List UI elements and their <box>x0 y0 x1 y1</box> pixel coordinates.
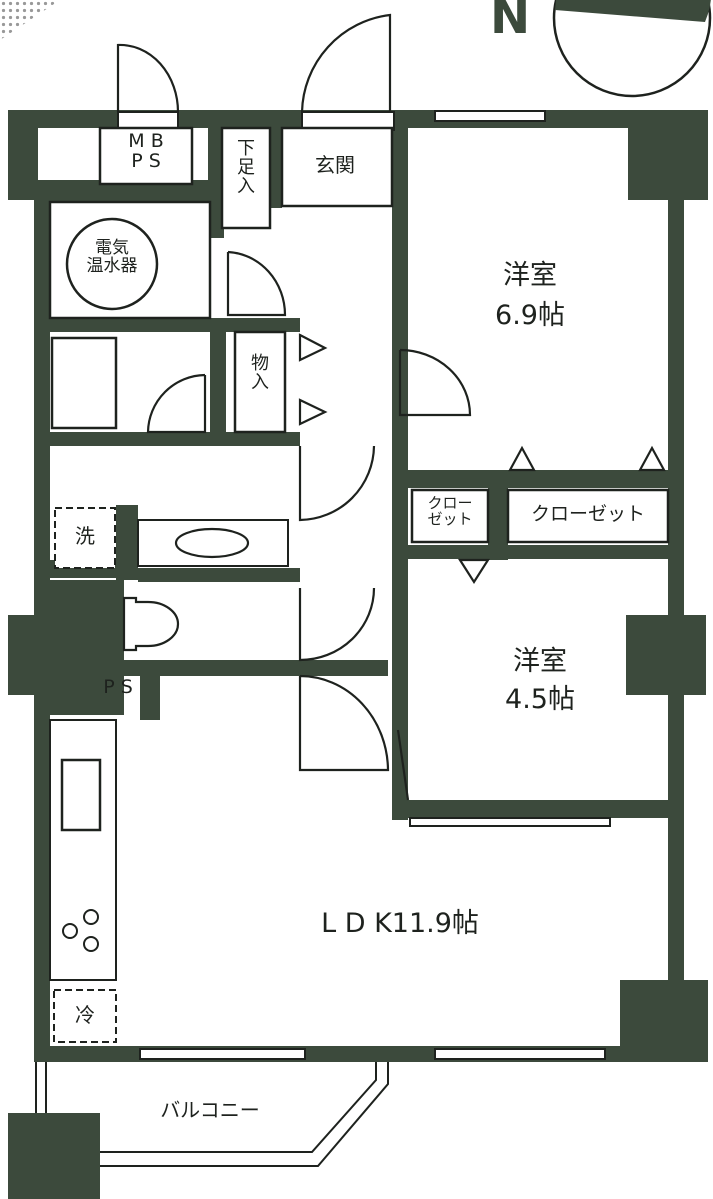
label-ldk: L D K11.9帖 <box>321 908 479 939</box>
label-western-room-1: 洋室 <box>503 260 557 291</box>
label-washer: 洗 <box>75 524 95 548</box>
closet-small-box <box>410 488 490 544</box>
storage-box <box>233 330 287 434</box>
label-closet-large: クローゼット <box>530 503 645 525</box>
label-entrance: 玄関 <box>315 153 355 177</box>
label-closet-small: クロー ゼット <box>427 494 473 528</box>
label-western-room-1-size: 6.9帖 <box>495 300 565 331</box>
label-water-heater: 電気 温水器 <box>86 238 138 276</box>
mbps-box <box>98 126 194 186</box>
compass-north-label: N <box>490 0 531 45</box>
closet-large-box <box>506 488 670 544</box>
label-mbps: M B P S <box>128 130 164 172</box>
compass <box>552 0 712 98</box>
walls <box>8 110 708 1199</box>
entrance-box <box>280 126 394 208</box>
water-heater-icon <box>65 217 159 311</box>
label-balcony: バルコニー <box>160 1098 260 1122</box>
balcony-railing <box>35 1062 389 1167</box>
compass-circle <box>552 0 712 98</box>
toilet-icon <box>122 596 180 652</box>
label-storage: 物 入 <box>251 353 269 393</box>
label-western-room-2: 洋室 <box>513 646 567 677</box>
closet-door-markers <box>298 333 666 585</box>
label-ps: P S <box>103 676 133 698</box>
window-ldk-right <box>434 1048 606 1060</box>
window-ldk-left <box>139 1048 306 1060</box>
window-top <box>434 110 546 122</box>
sink-icon <box>174 527 250 559</box>
door-swings <box>116 13 472 801</box>
label-western-room-2-size: 4.5帖 <box>505 684 575 715</box>
kitchen-sink <box>60 758 102 832</box>
stove-burners-icon <box>62 909 99 952</box>
fridge-space <box>53 989 117 1043</box>
compass-needle-icon <box>555 0 711 22</box>
bath-tub <box>50 336 118 430</box>
shoe-storage-box <box>220 126 272 230</box>
label-fridge: 冷 <box>75 1003 95 1027</box>
window-room2 <box>409 817 611 827</box>
washer-space <box>54 507 116 569</box>
label-shoe-storage: 下 足 入 <box>237 138 255 197</box>
